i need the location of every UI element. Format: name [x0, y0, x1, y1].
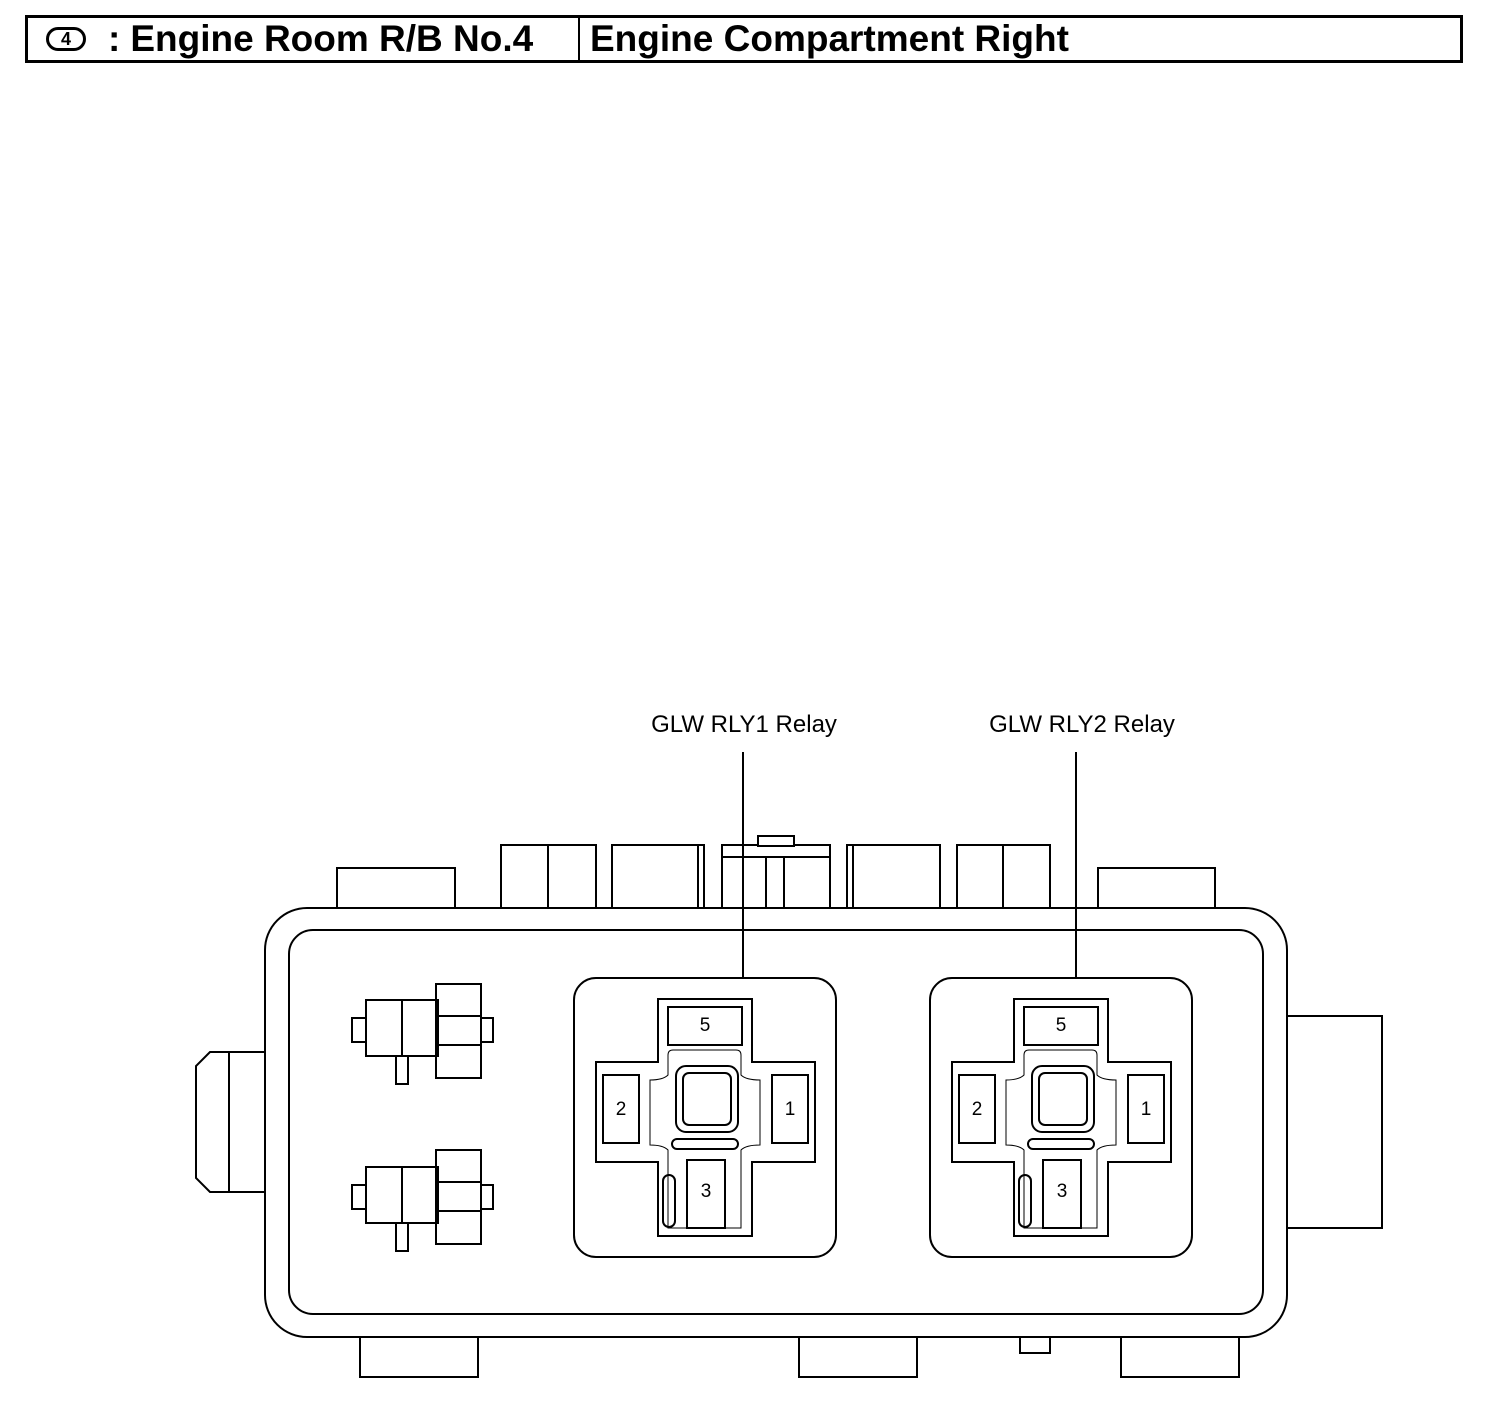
relay-2-inner-contour	[1005, 1049, 1117, 1229]
relay-2-side-slot	[1018, 1174, 1032, 1228]
relay-1-pin-1-box	[771, 1074, 809, 1144]
title-separator: :	[108, 18, 121, 59]
small-connector-upper	[351, 983, 494, 1085]
relay-2-pin-2: 2	[972, 1099, 983, 1120]
title-bar: 4 : Engine Room R/B No.4 Engine Compartm…	[25, 15, 1463, 63]
relay-2-center-boss-outer	[1031, 1065, 1095, 1133]
relay-2-center-boss-inner	[1038, 1072, 1088, 1126]
relay-2-pin-5-box	[1023, 1006, 1099, 1046]
relay-1-slot	[671, 1138, 739, 1150]
relay-2-label: GLW RLY2 Relay	[989, 711, 1175, 738]
relay-1-pin-2-box	[602, 1074, 640, 1144]
relay-socket-1	[573, 977, 837, 1258]
relay-2-pin-3-box	[1042, 1159, 1082, 1229]
relay-1-pin-3: 3	[701, 1181, 712, 1202]
relay-glw-rly1[interactable]	[573, 977, 837, 1258]
title-left-cell: 4 : Engine Room R/B No.4	[28, 18, 580, 60]
relay-1-cross-outline	[595, 998, 816, 1237]
relay-1-side-slot	[662, 1174, 676, 1228]
relay-1-center-boss-inner	[682, 1072, 732, 1126]
relay-2-slot	[1027, 1138, 1095, 1150]
relay-block-inner-frame	[288, 929, 1264, 1315]
small-connector-lower	[351, 1149, 494, 1252]
relay-1-pin-3-box	[686, 1159, 726, 1229]
right-side-connector	[1286, 1015, 1383, 1229]
bottom-tabs	[359, 1334, 1240, 1378]
relay-1-label: GLW RLY1 Relay	[651, 711, 837, 738]
relay-1-pin-5: 5	[700, 1015, 711, 1036]
relay-1-pin-5-box	[667, 1006, 743, 1046]
relay-glw-rly2[interactable]	[929, 977, 1193, 1258]
left-side-connector	[195, 1051, 266, 1193]
relay-socket-2	[929, 977, 1193, 1258]
relay-2-pin-2-box	[958, 1074, 996, 1144]
relay-1-inner-contour	[649, 1049, 761, 1229]
relay-2-pin-1: 1	[1141, 1099, 1152, 1120]
location-label: Engine Compartment Right	[590, 18, 1069, 59]
relay-2-pin-5: 5	[1056, 1015, 1067, 1036]
block-title: Engine Room R/B No.4	[130, 18, 534, 59]
relay-2-pin-3: 3	[1057, 1181, 1068, 1202]
relay-1-pin-2: 2	[616, 1099, 627, 1120]
relay-1-center-boss-outer	[675, 1065, 739, 1133]
block-number-badge: 4	[46, 27, 86, 51]
relay-2-pin-1-box	[1127, 1074, 1165, 1144]
relay-1-pin-1: 1	[785, 1099, 796, 1120]
relay-2-cross-outline	[951, 998, 1172, 1237]
